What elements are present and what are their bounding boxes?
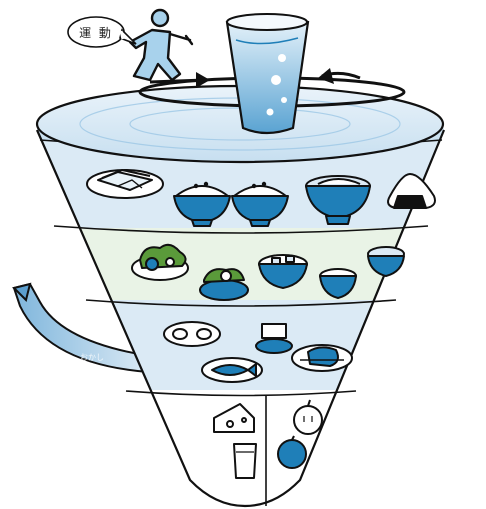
toast-icon <box>87 170 163 198</box>
tofu-icon <box>256 324 292 353</box>
exercise-label: 運 動 <box>71 20 121 44</box>
runner-icon <box>130 10 192 80</box>
egg-plate-icon <box>164 322 220 346</box>
milk-glass-icon <box>234 444 256 478</box>
fish-plate-icon <box>202 358 262 382</box>
meat-plate-icon <box>292 345 352 371</box>
svg-text:おかし: おかし <box>80 353 104 362</box>
vegetable-plate-icon <box>200 269 248 300</box>
